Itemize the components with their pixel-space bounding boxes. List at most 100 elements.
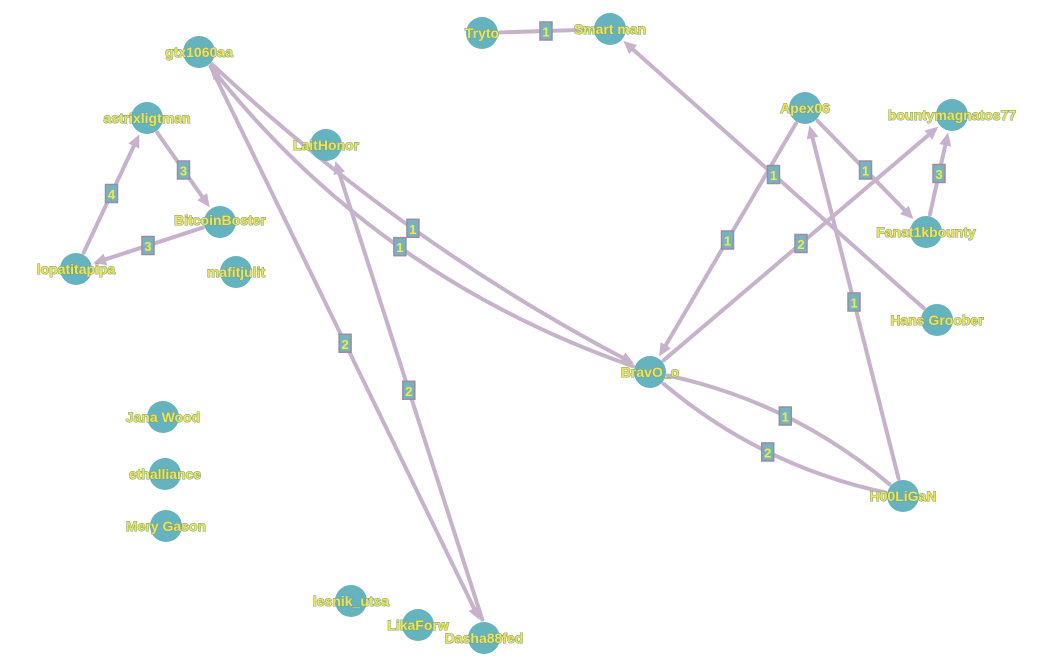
edge-arrowhead	[659, 342, 671, 357]
node-label-smart_man: Smart man	[574, 21, 646, 37]
edge-arrowhead	[900, 205, 914, 220]
edge-weight-box	[760, 442, 775, 462]
node-ethalliance[interactable]	[149, 458, 181, 490]
edge-arrowhead	[619, 352, 635, 364]
edge-weight-lopa-astrix: 4	[104, 183, 119, 204]
edge-weight-box	[794, 233, 808, 254]
edge-arrowhead	[623, 40, 638, 55]
node-gtx1060aa[interactable]	[183, 36, 215, 68]
node-laithonor[interactable]	[310, 129, 342, 161]
edge-weight-text: 1	[724, 234, 731, 249]
node-lesnik_utsa[interactable]	[335, 585, 367, 617]
edge-arrowhead	[333, 160, 345, 176]
node-label-apex06: Apex06	[780, 100, 830, 116]
node-bitcoinboster[interactable]	[204, 206, 236, 238]
node-mafitjulit[interactable]	[220, 256, 252, 288]
node-apex06[interactable]	[789, 92, 821, 124]
edge-arrowhead	[924, 126, 939, 140]
edge-weight-box	[858, 160, 873, 180]
edge-weight-text: 1	[782, 410, 789, 425]
edge-weight-text: 1	[542, 25, 549, 40]
edge-weight-gtx-bravo: 1	[406, 218, 420, 239]
node-label-hans_groober: Hans Groober	[890, 312, 984, 328]
edge-weight-text: 1	[409, 222, 416, 237]
edge-weight-text: 3	[144, 239, 151, 254]
node-label-bitcoinboster: BitcoinBoster	[174, 212, 266, 228]
edge-gtx-bravo[interactable]	[210, 62, 629, 363]
edge-weight-text: 2	[341, 337, 348, 352]
edge-weight-text: 3	[935, 167, 942, 182]
edge-weight-gtx-dasha: 2	[338, 333, 352, 354]
node-mery_gason[interactable]	[150, 510, 182, 542]
node-smart_man[interactable]	[594, 13, 626, 45]
edge-weight-hans-smart: 1	[766, 164, 781, 185]
node-lopatitapipa[interactable]	[60, 253, 92, 285]
edge-weight-box	[141, 235, 155, 256]
node-dasha88fed[interactable]	[468, 622, 500, 654]
node-h00ligan[interactable]	[887, 480, 919, 512]
edge-arrowhead	[128, 134, 140, 149]
node-likaforw[interactable]	[402, 609, 434, 641]
node-label-laithonor: LaitHonor	[293, 137, 360, 153]
nodes-layer	[60, 13, 968, 654]
node-label-gtx1060aa: gtx1060aa	[165, 44, 233, 60]
edge-bravo-gtx[interactable]	[213, 70, 635, 369]
edge-weight-box	[932, 163, 946, 184]
edge-weight-astrix-bitcoin: 3	[176, 160, 191, 180]
edge-weight-bravo-hooligan-upper: 1	[778, 406, 793, 426]
edge-weight-box	[766, 164, 781, 185]
edge-arrowhead	[93, 253, 108, 266]
edge-weight-fanat-bounty: 3	[932, 163, 946, 184]
node-label-lesnik_utsa: lesnik_utsa	[313, 593, 389, 609]
edge-weight-apex-bravo: 1	[720, 230, 735, 250]
edge-weight-text: 1	[850, 296, 857, 311]
edge-arrowhead	[210, 66, 223, 81]
edge-weight-box	[338, 333, 352, 354]
node-hans_groober[interactable]	[921, 304, 953, 336]
edge-weight-text: 2	[764, 445, 771, 460]
edge-arrowhead	[806, 125, 819, 140]
node-label-fanat1kbounty: Fanat1kbounty	[876, 224, 976, 240]
edge-weight-text: 3	[180, 164, 187, 179]
edge-weight-bravo-gtx: 1	[393, 236, 407, 257]
edge-weight-box	[393, 236, 407, 257]
edge-weight-hooligan-apex: 1	[847, 292, 861, 312]
node-label-mery_gason: Mery Gason	[126, 518, 206, 534]
edge-hooligan-bravo-lower[interactable]	[661, 381, 888, 495]
node-label-astrixligtman: astrixligtman	[103, 110, 190, 126]
node-bravo_o[interactable]	[634, 356, 666, 388]
edge-weight-text: 1	[770, 168, 777, 183]
edge-weight-box	[720, 230, 735, 250]
edge-weight-dasha-lait: 2	[402, 380, 416, 401]
node-jana_wood[interactable]	[147, 401, 179, 433]
edge-weight-box	[406, 218, 420, 239]
edge-weight-apex-fanat: 1	[858, 160, 873, 180]
edge-weight-box	[402, 380, 416, 401]
edge-weight-text: 2	[797, 237, 804, 252]
edge-bravo-hooligan-upper[interactable]	[665, 373, 892, 487]
edge-weight-text: 4	[108, 187, 116, 202]
edge-arrowhead	[468, 605, 480, 621]
node-label-likaforw: LikaForw	[387, 617, 449, 633]
node-label-h00ligan: H00LiGaN	[870, 488, 937, 504]
node-label-bountymagnatos77: bountymagnatos77	[888, 107, 1017, 123]
edges-layer	[81, 27, 952, 622]
edge-weight-box	[539, 21, 553, 41]
node-bountymagnatos77[interactable]	[936, 99, 968, 131]
edge-weight-box	[104, 183, 119, 204]
edge-arrowhead	[939, 132, 952, 147]
edge-arrowhead	[197, 193, 210, 208]
node-fanat1kbounty[interactable]	[910, 216, 942, 248]
node-tryto[interactable]	[466, 17, 498, 49]
node-label-ethalliance: ethalliance	[129, 466, 202, 482]
edge-weight-box	[847, 292, 861, 312]
edge-weight-tryto-smart: 1	[539, 21, 553, 41]
node-label-mafitjulit: mafitjulit	[207, 264, 266, 280]
node-astrixligtman[interactable]	[131, 102, 163, 134]
node-label-bravo_o: BravO_o	[621, 364, 679, 380]
edge-weight-text: 1	[396, 240, 403, 255]
node-label-lopatitapipa: lopatitapipa	[37, 261, 116, 277]
